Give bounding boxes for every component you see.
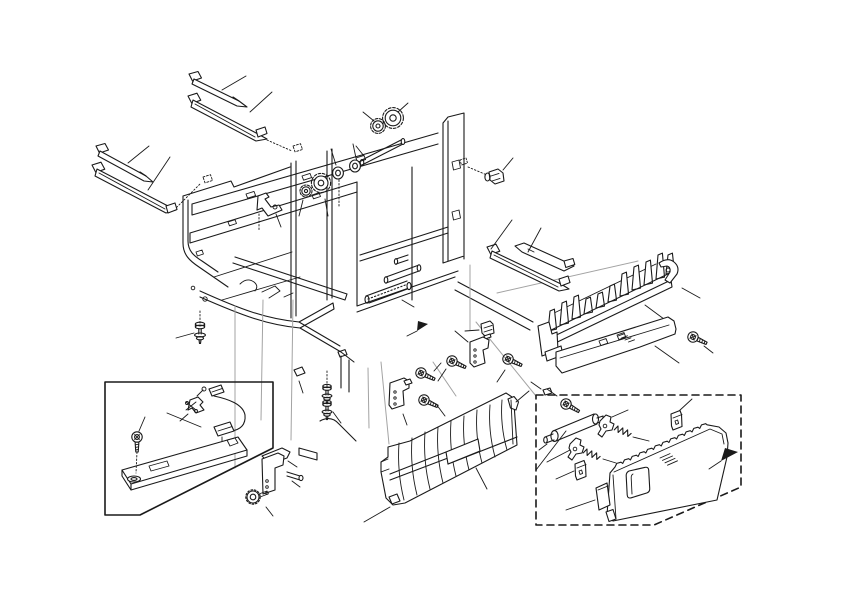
pan-head-screw	[558, 396, 583, 417]
leader-line	[299, 381, 303, 393]
pinch-roller	[544, 414, 603, 443]
front-cover	[606, 424, 728, 522]
leader-line	[299, 144, 356, 216]
guide-rail-pair-right	[487, 220, 575, 291]
feed-rollers	[365, 255, 421, 307]
leader-line	[364, 391, 529, 522]
push-pin-retainers	[321, 383, 341, 423]
drive-shaft	[356, 139, 405, 166]
bushing-front	[333, 167, 344, 179]
leader-line	[363, 103, 408, 121]
leader-line	[128, 146, 170, 190]
leader-line	[333, 412, 341, 423]
leader-line	[403, 363, 445, 425]
leader-line	[222, 76, 272, 112]
cushion-pad-pair	[575, 411, 682, 481]
door-latch-screws	[531, 382, 583, 417]
guide-rail-right	[487, 244, 500, 254]
leader-line	[139, 413, 201, 431]
sensor-cover-inset	[105, 382, 273, 515]
pan-head-screw	[444, 353, 469, 373]
leader-line	[536, 399, 692, 510]
rear-post	[443, 113, 464, 263]
shoulder-screw	[194, 321, 206, 345]
hinge-bracket-center	[389, 363, 445, 425]
inset-border-solid	[105, 382, 273, 515]
hinge-bracket-right	[438, 331, 525, 382]
pan-head-screw	[416, 392, 441, 412]
snap-grommet	[460, 158, 513, 184]
mount-target-marker	[203, 175, 213, 183]
idler-gear-large	[311, 173, 330, 192]
exit-guide-arm	[659, 260, 678, 283]
guide-rail-pair-top	[188, 72, 272, 142]
leader-line	[503, 158, 513, 170]
corner-bracket	[246, 448, 303, 516]
assembly-direction-arrow	[709, 448, 738, 469]
gear-cluster-top	[363, 103, 408, 133]
latch-hook-pair	[568, 415, 614, 460]
guide-block	[465, 321, 494, 339]
paper-exit-guide	[538, 253, 700, 361]
sensor-switch	[186, 387, 207, 413]
inset-border-dashed	[536, 395, 741, 525]
drive-gear-large	[383, 108, 404, 129]
fiber-washer	[128, 476, 141, 482]
leader-line	[356, 146, 364, 156]
leader-line	[491, 220, 541, 252]
leader-line	[176, 333, 194, 338]
spacer-pin	[294, 367, 305, 393]
controller-cover-plate	[122, 437, 247, 490]
front-cover-inset	[536, 395, 741, 525]
knurled-thumbscrew	[246, 490, 268, 504]
side-seal-plate	[596, 483, 610, 510]
assembly-direction-arrow	[407, 321, 428, 336]
leader-line	[266, 461, 300, 516]
rear-lower-cover	[556, 317, 713, 373]
leader-line	[276, 214, 281, 227]
idler-gear-small	[300, 185, 312, 197]
rear-door	[364, 391, 529, 522]
guide-rail-left	[92, 162, 105, 172]
leader-line	[465, 330, 479, 331]
pan-head-screw	[685, 329, 710, 349]
leader-line	[438, 331, 505, 382]
leader-line	[655, 346, 713, 363]
lock-lever-left	[96, 144, 109, 154]
mount-target-marker	[293, 144, 303, 152]
bushing-rear	[350, 160, 361, 172]
lock-lever-top	[189, 72, 202, 82]
pan-head-screw	[413, 365, 438, 385]
sensor-harness	[209, 385, 245, 441]
leader-line	[645, 288, 700, 322]
guide-rail-top	[188, 93, 201, 103]
drive-gear-small	[371, 119, 386, 134]
gear-cluster-mid	[299, 144, 360, 216]
guide-rail-pair-left	[92, 144, 177, 214]
harness-clamp	[257, 193, 282, 227]
cover-screw	[131, 431, 143, 473]
